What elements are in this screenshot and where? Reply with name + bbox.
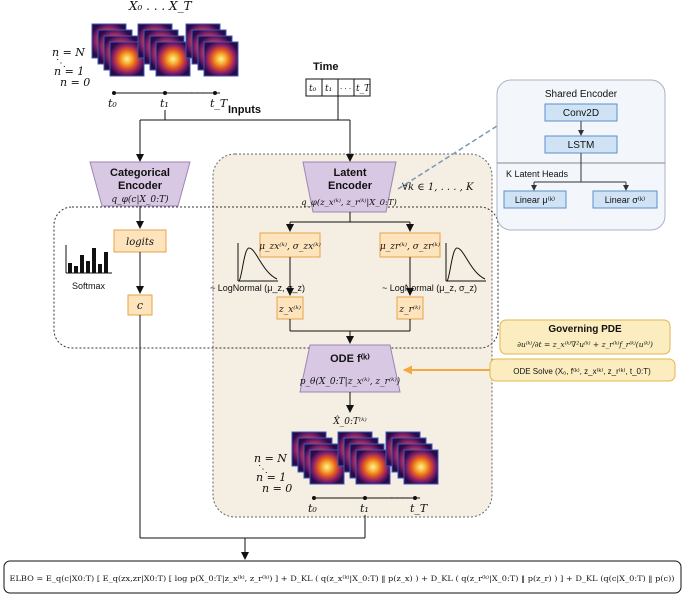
input-brain-stack-3 (185, 23, 239, 77)
time-cell-2: · · · (340, 85, 351, 93)
mu-sigma-r-node (379, 232, 441, 258)
svg-text:· · ·: · · · (190, 89, 204, 99)
governing-pde-box (499, 319, 671, 355)
governing-pde-equation: ∂u⁽ᵏ⁾/∂t = z_x⁽ᵏ⁾∇²u⁽ᵏ⁾ + z_r⁽ᵏ⁾f_r⁽ᵏ⁾(u… (517, 340, 653, 349)
time-cell-3: t_T (356, 84, 371, 94)
softmax-label: Softmax (72, 281, 106, 291)
elbo-box (3, 560, 682, 594)
latent-heads-label: K Latent Heads (506, 169, 569, 179)
categorical-encoder-shape (89, 161, 191, 207)
time-cells (305, 78, 371, 97)
bottom-tick-t0: t₀ (308, 502, 317, 515)
series-label: X₀ . . . X_T (128, 0, 193, 13)
output-brain-stack-3 (385, 431, 439, 485)
lognormal-plot-r (445, 243, 486, 282)
sampling-region (53, 206, 499, 349)
elbo-equation: ELBO = E_q(c|X0:T) [ E_q(zx,zr|X0:T) [ l… (10, 574, 675, 583)
ode-solve-label: ODE Solve (X₀, f⁽ᵏ⁾, z_x⁽ᵏ⁾, z_r⁽ᵏ⁾, t_0… (513, 367, 651, 376)
n-label-dots: ⋱ (56, 58, 66, 69)
bottom-tick-tT: t_T (410, 502, 429, 515)
mu-sigma-x-label: μ_zx⁽ᵏ⁾, σ_zx⁽ᵏ⁾ (259, 241, 321, 252)
out-n-label-1: n = 1 (256, 471, 286, 484)
ode-decoder-dist: p_θ(X_0:T|z_x⁽ᵏ⁾, z_r⁽ᵏ⁾) (300, 376, 401, 387)
n-label-1: n = 1 (54, 65, 84, 78)
output-label: X̂_0:T⁽ᵏ⁾ (332, 415, 366, 427)
lognormal-x-label: ~ LogNormal (μ_z, σ_z) (210, 283, 305, 293)
time-cell-0: t₀ (309, 84, 317, 94)
zr-label: z_r⁽ᵏ⁾ (398, 304, 420, 315)
linear-mu-node (503, 190, 567, 209)
mu-sigma-r-label: μ_zr⁽ᵏ⁾, σ_zr⁽ᵏ⁾ (380, 241, 440, 252)
shared-encoder-title: Shared Encoder (545, 89, 618, 100)
latent-encoder-dist: q_φ(z_x⁽ᵏ⁾, z_r⁽ᵏ⁾|X_0:T) (301, 197, 397, 208)
linear-mu-label: Linear μ⁽ᵏ⁾ (515, 195, 555, 205)
ode-decoder-title: ODE f⁽ᵏ⁾ (330, 353, 370, 365)
output-brain-stack-2 (337, 431, 391, 485)
categorical-encoder-title-2: Encoder (118, 180, 163, 192)
zx-label: z_x⁽ᵏ⁾ (278, 304, 301, 315)
top-tick-t0: t₀ (108, 97, 117, 110)
top-tick-t1: t₁ (160, 97, 169, 110)
bottom-tick-t1: t₁ (360, 502, 369, 515)
lstm-label: LSTM (568, 140, 595, 151)
conv2d-label: Conv2D (563, 108, 599, 119)
input-brain-stack-2 (137, 23, 191, 77)
latent-encoder-shape (302, 161, 397, 213)
mu-sigma-x-node (259, 232, 321, 258)
categorical-encoder-dist: q_φ(c|X_0:T) (111, 194, 169, 205)
out-n-label-0: n = 0 (262, 482, 292, 495)
c-label: c (137, 299, 143, 312)
lognormal-r-label: ~ LogNormal (μ_z, σ_z) (382, 283, 477, 293)
forall-k-label: ∀k ∈ 1, . . . , K (402, 182, 474, 193)
latent-encoder-title-2: Encoder (328, 180, 373, 192)
input-brain-stack-1 (91, 23, 145, 77)
ode-decoder-shape (299, 344, 401, 393)
svg-text:· · ·: · · · (390, 494, 404, 504)
time-label: Time (313, 61, 338, 73)
logits-label: logits (126, 237, 154, 248)
governing-pde-title: Governing PDE (548, 324, 622, 335)
time-cell-1: t₁ (325, 84, 332, 94)
softmax-bars (65, 245, 112, 274)
inputs-label: Inputs (228, 104, 261, 116)
linear-sigma-label: Linear σ⁽ᵏ⁾ (605, 195, 646, 205)
categorical-encoder-title-1: Categorical (110, 167, 170, 179)
out-n-label-dots: ⋱ (258, 464, 268, 475)
n-label-N: n = N (52, 46, 85, 59)
top-tick-tT: t_T (210, 97, 229, 110)
out-n-label-N: n = N (254, 452, 287, 465)
latent-encoder-title-1: Latent (334, 167, 367, 179)
linear-sigma-node (592, 190, 658, 209)
shared-encoder-link (397, 118, 509, 190)
n-label-0: n = 0 (60, 76, 90, 89)
lognormal-plot-x (237, 243, 278, 282)
